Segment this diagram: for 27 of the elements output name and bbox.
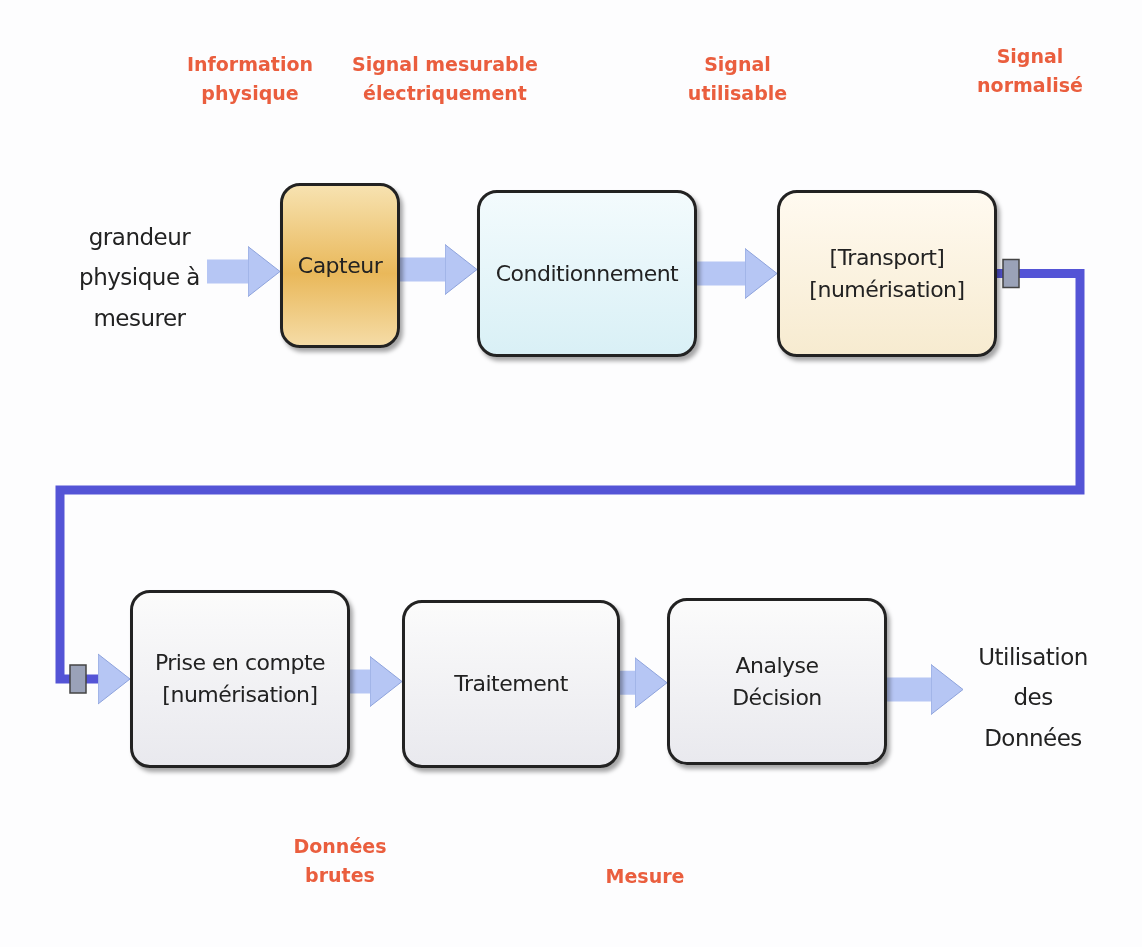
flow-text: Utilisation des Données [977, 643, 1089, 753]
box-label: Prise en compte [numérisation] [153, 649, 327, 709]
process-box [667, 598, 887, 765]
box-label: Analyse Décision [731, 651, 823, 712]
process-box [280, 183, 400, 348]
box-label: [Transport] [numérisation] [808, 243, 966, 304]
cable-arrow [55, 269, 1085, 705]
process-box [130, 590, 350, 768]
arrow [887, 664, 964, 715]
arrow [620, 657, 668, 709]
arrow [400, 244, 478, 295]
signal-label: Information physique [185, 52, 315, 106]
arrow [697, 248, 778, 299]
flow-text: grandeur physique à mesurer [78, 223, 201, 333]
process-box [402, 600, 620, 768]
signal-label: Données brutes [292, 834, 388, 888]
arrow [350, 656, 403, 707]
box-label: Conditionnement [495, 259, 679, 288]
arrow [207, 246, 281, 297]
signal-label: Signal utilisable [686, 52, 789, 106]
box-label: Capteur [297, 251, 383, 280]
box-label: Traitement [454, 670, 568, 699]
signal-label: Signal normalisé [976, 44, 1084, 98]
process-box [777, 190, 997, 357]
process-box [477, 190, 697, 357]
signal-label: Signal mesurable électriquement [351, 52, 539, 106]
signal-label: Mesure [604, 864, 686, 889]
